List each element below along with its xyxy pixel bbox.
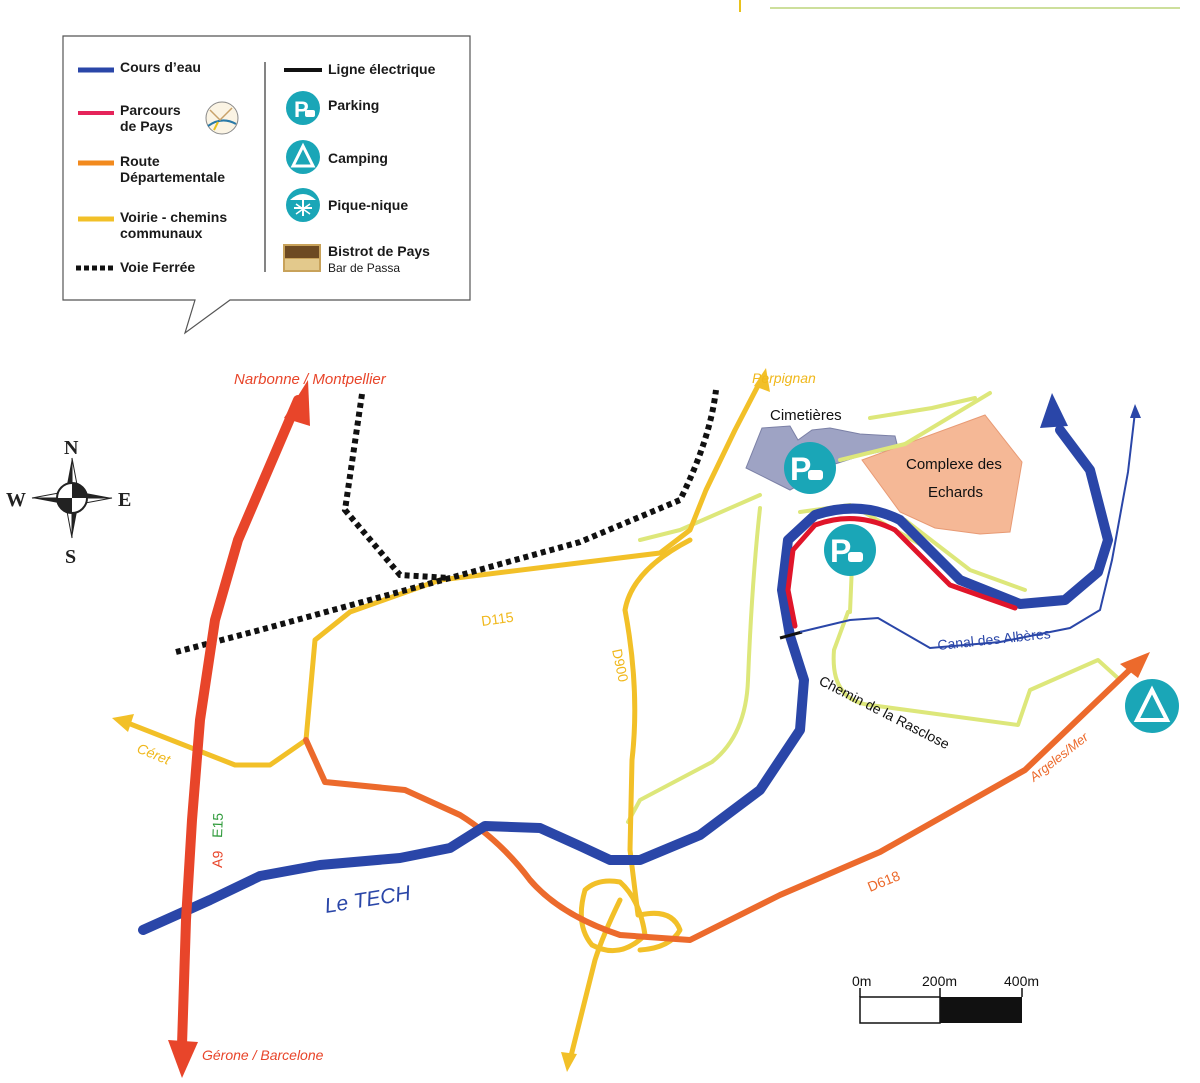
label-a9: A9 <box>209 850 226 868</box>
legend-callout <box>62 35 471 335</box>
parking-icon: P <box>286 91 320 125</box>
legend-bistrot-sub: Bar de Passa <box>328 261 400 275</box>
communal-roads <box>117 375 765 1063</box>
scale-bar <box>859 988 1023 1024</box>
legend-parcours-label1: Parcours <box>120 102 181 118</box>
svg-text:P: P <box>830 533 851 569</box>
label-e15: E15 <box>209 812 226 838</box>
svg-text:P: P <box>294 97 309 122</box>
le-tech-river <box>138 425 1113 935</box>
a9-north-arrowhead <box>284 380 310 426</box>
label-d618: D618 <box>865 867 902 894</box>
legend-route-label1: Route <box>120 153 160 169</box>
camping-marker <box>1125 679 1179 733</box>
legend: Cours d’eau Parcours de Pays Route Dépar… <box>62 35 471 335</box>
parcours-de-pays-route <box>785 516 1018 629</box>
legend-parcours-label2: de Pays <box>120 118 173 134</box>
label-complexe-1: Complexe des <box>906 456 1002 473</box>
svg-text:P: P <box>790 451 811 487</box>
ceret-arrowhead <box>112 714 134 732</box>
d618-arrowhead <box>1120 652 1150 678</box>
scale-0: 0m <box>852 973 871 989</box>
compass-rose <box>31 457 113 539</box>
label-perpignan: Perpignan <box>752 370 816 386</box>
paths <box>626 391 1122 824</box>
legend-camping-label: Camping <box>328 150 388 166</box>
legend-bistrot-label: Bistrot de Pays <box>328 243 430 259</box>
tech-arrowhead <box>1040 393 1068 428</box>
canal-des-alberes <box>799 411 1136 650</box>
legend-rail-label: Voie Ferrée <box>120 259 195 275</box>
label-d115: D115 <box>480 609 515 629</box>
compass-e: E <box>118 489 131 511</box>
south-arrowhead <box>561 1052 577 1072</box>
perpignan-arrowhead <box>754 368 770 392</box>
a9-south-arrowhead <box>168 1040 198 1078</box>
d618-road <box>303 657 1143 943</box>
parking-marker-cimetieres: P <box>784 442 836 494</box>
railway <box>175 389 719 655</box>
power-line <box>779 630 803 640</box>
label-d900: D900 <box>609 647 632 683</box>
label-ceret: Céret <box>135 740 174 768</box>
canal-arrowhead <box>1130 404 1141 418</box>
complexe-area <box>861 414 1023 535</box>
legend-parking-label: Parking <box>328 97 379 113</box>
label-complexe-2: Echards <box>928 484 983 501</box>
parking-marker-echards: P <box>824 524 876 576</box>
camping-icon <box>286 140 320 174</box>
bistrot-icon <box>283 244 321 272</box>
compass-s: S <box>65 546 76 568</box>
legend-water-label: Cours d’eau <box>120 59 201 75</box>
legend-voirie-label1: Voirie - chemins <box>120 209 227 225</box>
parcours-logo-icon <box>205 101 239 135</box>
railway-spur <box>341 393 451 581</box>
label-canal: Canal des Albères <box>937 625 1052 653</box>
label-le-tech: Le TECH <box>323 882 413 918</box>
label-cimetieres: Cimetières <box>770 407 842 424</box>
label-narbonne: Narbonne / Montpellier <box>234 371 387 388</box>
legend-route-label2: Départementale <box>120 169 225 185</box>
a9-autoroute <box>177 395 303 1050</box>
compass-n: N <box>64 437 79 459</box>
legend-voirie-label2: communaux <box>120 225 203 241</box>
compass-w: W <box>6 489 26 511</box>
scale-200: 200m <box>922 973 957 989</box>
scale-400: 400m <box>1004 973 1039 989</box>
label-gerone: Gérone / Barcelone <box>202 1047 324 1063</box>
legend-picnic-label: Pique-nique <box>328 197 408 213</box>
picnic-icon <box>286 188 320 222</box>
legend-power-label: Ligne électrique <box>328 61 436 77</box>
